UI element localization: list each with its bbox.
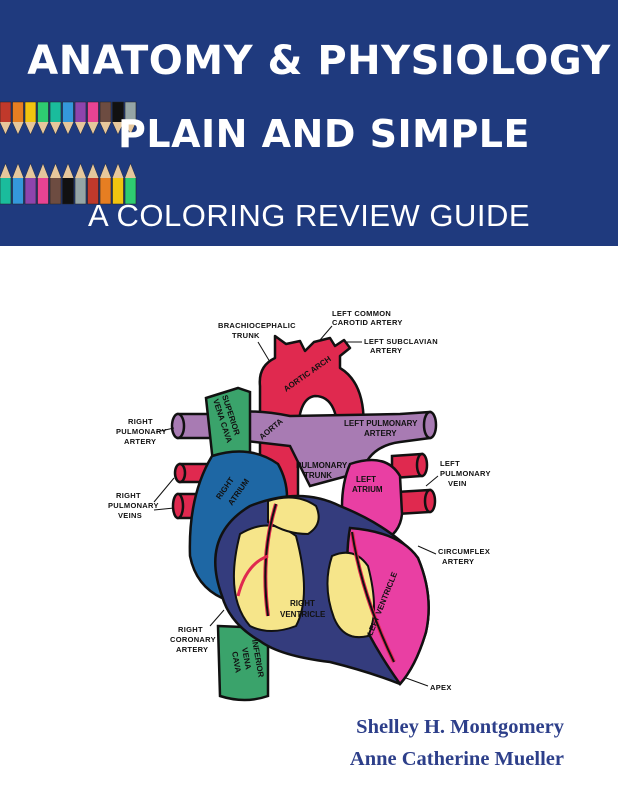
pencil-tip	[87, 122, 99, 134]
svg-text:PULMONARY: PULMONARY	[116, 427, 167, 436]
pencil-tip	[125, 122, 136, 134]
svg-text:ARTERY: ARTERY	[370, 346, 402, 355]
svg-text:PULMONARY: PULMONARY	[108, 501, 159, 510]
label-right-ventricle: RIGHT VENTRICLE	[280, 599, 326, 619]
pencil-tip	[37, 164, 49, 178]
svg-text:LEFT PULMONARY: LEFT PULMONARY	[344, 419, 418, 428]
svg-text:CIRCUMFLEX: CIRCUMFLEX	[438, 547, 490, 556]
label-left-pulmonary-artery: LEFT PULMONARY ARTERY	[344, 419, 418, 438]
svg-text:VENTRICLE: VENTRICLE	[280, 610, 326, 619]
colored-pencils-illustration	[0, 96, 138, 205]
svg-text:RIGHT: RIGHT	[290, 599, 315, 608]
svg-text:BRACHIOCEPHALIC: BRACHIOCEPHALIC	[218, 321, 296, 330]
svg-text:ARTERY: ARTERY	[176, 645, 208, 654]
svg-text:RIGHT: RIGHT	[116, 491, 141, 500]
svg-text:LEFT SUBCLAVIAN: LEFT SUBCLAVIAN	[364, 337, 438, 346]
svg-text:TRUNK: TRUNK	[304, 471, 332, 480]
author-1: Shelley H. Montgomery	[356, 716, 564, 738]
svg-text:CAROTID ARTERY: CAROTID ARTERY	[332, 318, 403, 327]
svg-text:CORONARY: CORONARY	[170, 635, 216, 644]
pencil-tip	[50, 122, 61, 134]
coronary-vessels	[236, 503, 396, 663]
svg-text:PULMONARY: PULMONARY	[296, 461, 348, 470]
pencil-tip	[87, 164, 99, 178]
label-brachiocephalic-trunk: BRACHIOCEPHALIC TRUNK	[218, 321, 296, 363]
pencil-tip	[75, 164, 86, 178]
label-right-pulmonary-artery: RIGHT PULMONARY ARTERY	[116, 417, 175, 446]
title-line-2: PLAIN AND SIMPLE	[118, 112, 530, 156]
aorta-shape	[258, 334, 365, 528]
pencil-tip	[0, 122, 11, 134]
pencil-tip	[25, 122, 36, 134]
svg-text:VEINS: VEINS	[118, 511, 142, 520]
label-apex: APEX	[405, 677, 452, 692]
svg-text:LEFT: LEFT	[356, 475, 376, 484]
pencil-tip	[100, 164, 111, 178]
label-circumflex-artery: CIRCUMFLEX ARTERY	[417, 545, 490, 566]
author-2: Anne Catherine Mueller	[349, 748, 564, 770]
pencil-tip	[75, 122, 86, 134]
label-left-pulmonary-vein: LEFT PULMONARY VEIN	[425, 459, 491, 488]
title-banner: ANATOMY & PHYSIOLOGY PLAIN AND SIMPLE A …	[0, 0, 618, 246]
pencil-tip	[50, 164, 61, 178]
pencil-tip	[100, 122, 111, 134]
inferior-vena-cava-shape	[216, 624, 270, 702]
pencil-tip	[12, 122, 24, 134]
heart-diagram: BRACHIOCEPHALIC TRUNK LEFT COMMON CAROTI…	[108, 309, 491, 702]
svg-text:CAVA: CAVA	[230, 651, 243, 674]
pencil-tip	[37, 122, 49, 134]
svg-text:LEFT: LEFT	[440, 459, 460, 468]
subtitle: A COLORING REVIEW GUIDE	[87, 198, 531, 233]
label-left-subclavian: LEFT SUBCLAVIAN ARTERY	[346, 337, 438, 355]
label-right-coronary-artery: RIGHT CORONARY ARTERY	[170, 609, 225, 654]
svg-text:ARTERY: ARTERY	[124, 437, 156, 446]
svg-text:PULMONARY: PULMONARY	[440, 469, 491, 478]
label-left-atrium: LEFT ATRIUM	[352, 475, 383, 494]
pencil-tip	[12, 164, 24, 178]
svg-text:VENA: VENA	[240, 647, 253, 671]
svg-text:RIGHT: RIGHT	[178, 625, 203, 634]
pencil-tip	[112, 122, 124, 134]
label-left-common-carotid: LEFT COMMON CAROTID ARTERY	[319, 309, 403, 341]
svg-text:RIGHT: RIGHT	[128, 417, 153, 426]
pencil-tip	[125, 164, 136, 178]
svg-text:ARTERY: ARTERY	[364, 429, 397, 438]
pencil-tip	[62, 164, 74, 178]
svg-text:VEIN: VEIN	[448, 479, 467, 488]
pencil-tip	[112, 164, 124, 178]
label-pulmonary-trunk: PULMONARY TRUNK	[296, 461, 348, 480]
pencil-tip	[0, 164, 11, 178]
svg-text:APEX: APEX	[430, 683, 452, 692]
label-right-pulmonary-veins: RIGHT PULMONARY VEINS	[108, 477, 175, 520]
svg-text:ARTERY: ARTERY	[442, 557, 474, 566]
title-line-1: ANATOMY & PHYSIOLOGY	[27, 38, 611, 84]
pencil-tip	[25, 164, 36, 178]
svg-text:ATRIUM: ATRIUM	[352, 485, 383, 494]
pencil-tip	[62, 122, 74, 134]
svg-text:TRUNK: TRUNK	[232, 331, 260, 340]
svg-text:LEFT COMMON: LEFT COMMON	[332, 309, 391, 318]
